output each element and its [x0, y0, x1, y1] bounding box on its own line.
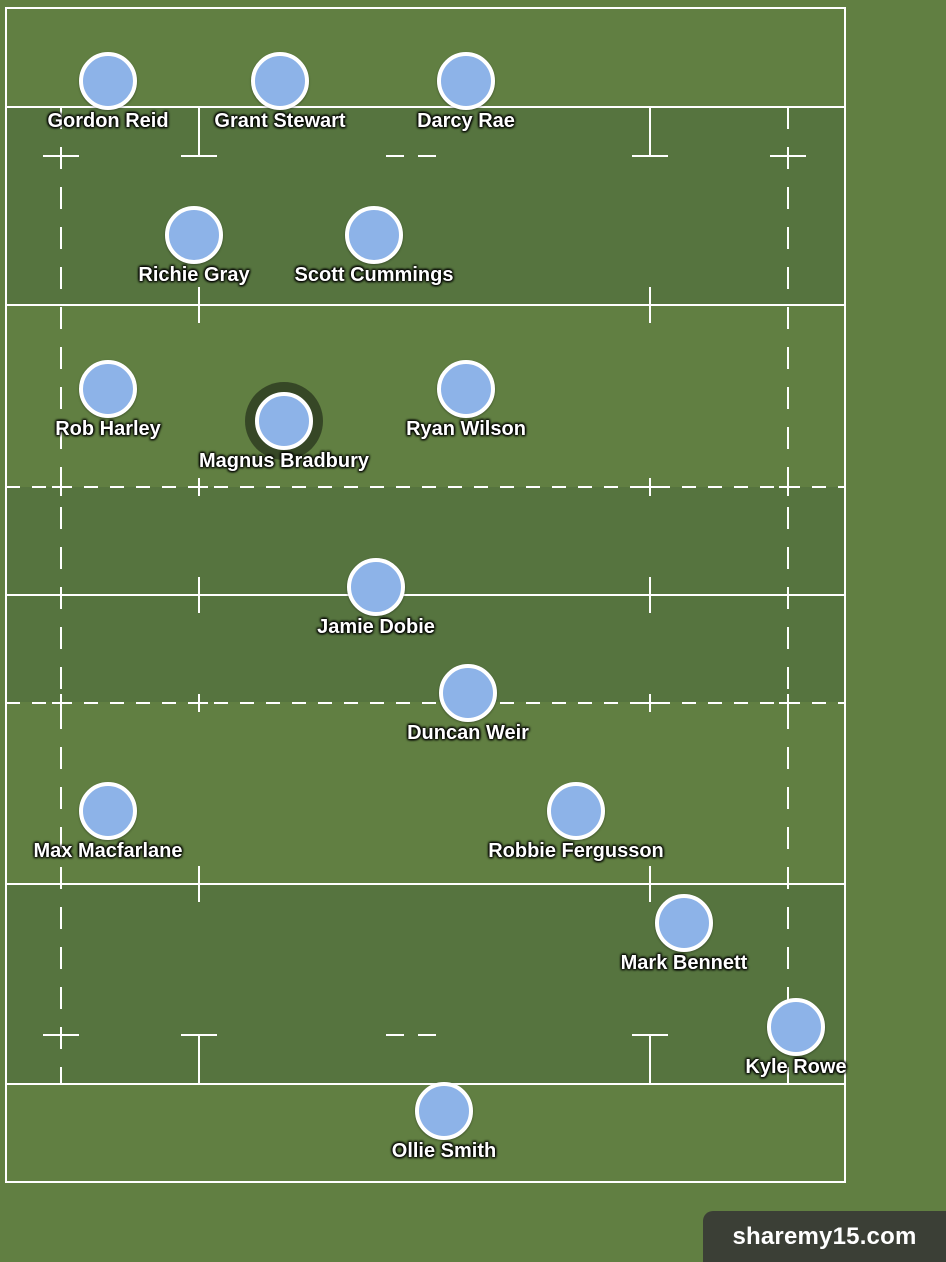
player-disc[interactable] [437, 52, 495, 110]
player-disc[interactable] [79, 360, 137, 418]
player-disc[interactable] [547, 782, 605, 840]
player-name: Kyle Rowe [745, 1056, 847, 1078]
player-disc[interactable] [767, 998, 825, 1056]
player-name: Duncan Weir [407, 722, 529, 744]
player-15[interactable]: Ollie Smith [344, 1082, 544, 1162]
player-name: Max Macfarlane [33, 840, 183, 862]
player-6[interactable]: Rob Harley [8, 360, 208, 440]
player-8[interactable]: Ryan Wilson [366, 360, 566, 440]
player-5[interactable]: Scott Cummings [274, 206, 474, 286]
player-name: Magnus Bradbury [198, 450, 370, 472]
watermark: sharemy15.com [703, 1211, 946, 1262]
player-7-selected[interactable]: Magnus Bradbury [184, 392, 384, 472]
player-2[interactable]: Grant Stewart [180, 52, 380, 132]
player-name: Gordon Reid [47, 110, 169, 132]
player-name: Rob Harley [55, 418, 161, 440]
player-disc[interactable] [655, 894, 713, 952]
player-name: Richie Gray [138, 264, 250, 286]
player-disc[interactable] [251, 52, 309, 110]
player-11[interactable]: Max Macfarlane [8, 782, 208, 862]
player-disc[interactable] [165, 206, 223, 264]
player-disc[interactable] [255, 392, 313, 450]
in-goal-band-top [6, 107, 845, 304]
player-3[interactable]: Darcy Rae [366, 52, 566, 132]
player-disc[interactable] [79, 52, 137, 110]
player-4[interactable]: Richie Gray [94, 206, 294, 286]
player-disc[interactable] [347, 558, 405, 616]
player-name: Ollie Smith [391, 1140, 497, 1162]
player-name: Scott Cummings [294, 264, 454, 286]
player-name: Grant Stewart [214, 110, 346, 132]
player-name: Jamie Dobie [317, 616, 435, 638]
player-name: Ryan Wilson [406, 418, 526, 440]
player-14[interactable]: Kyle Rowe [696, 998, 896, 1078]
player-disc[interactable] [437, 360, 495, 418]
player-disc[interactable] [345, 206, 403, 264]
player-name: Mark Bennett [620, 952, 748, 974]
player-disc[interactable] [79, 782, 137, 840]
player-9[interactable]: Jamie Dobie [276, 558, 476, 638]
pitch-markings [5, 7, 846, 1183]
player-name: Robbie Fergusson [488, 840, 664, 862]
player-disc[interactable] [415, 1082, 473, 1140]
player-12[interactable]: Robbie Fergusson [476, 782, 676, 862]
player-10[interactable]: Duncan Weir [368, 664, 568, 744]
player-disc[interactable] [439, 664, 497, 722]
player-1[interactable]: Gordon Reid [8, 52, 208, 132]
player-13[interactable]: Mark Bennett [584, 894, 784, 974]
player-name: Darcy Rae [417, 110, 515, 132]
